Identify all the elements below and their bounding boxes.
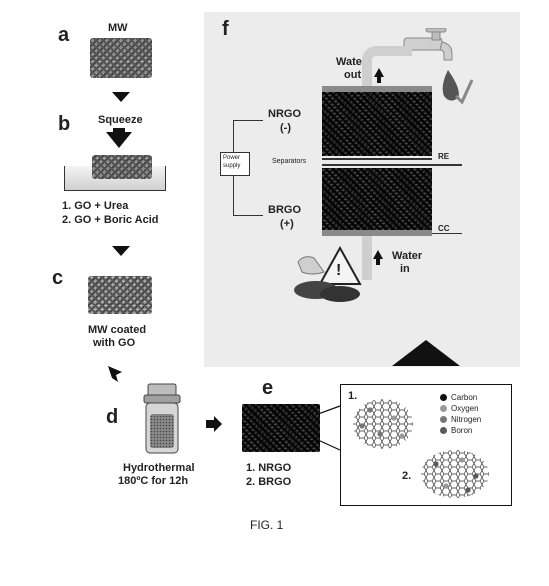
autoclave-icon [143, 383, 181, 454]
arrow-d-to-e [206, 416, 222, 432]
outlet-pipe [362, 46, 412, 96]
water-drop-icon [442, 70, 474, 105]
water-in-arrow [373, 250, 383, 259]
power-wire-bottom [233, 215, 263, 216]
zoom-lines [318, 405, 341, 451]
brgo-electrode [322, 168, 432, 230]
panel-c-label-line1: MW coated [88, 324, 147, 336]
arrow-b-to-c [112, 246, 130, 256]
water-out-arrow-stem [377, 77, 381, 83]
squeeze-arrow-stem [113, 128, 125, 134]
panel-f-letter: f [222, 18, 229, 40]
legend-item-oxygen: Oxygen [440, 403, 481, 414]
panel-b-item-2: 2. GO + Boric Acid [62, 214, 159, 226]
warning-icon [318, 246, 362, 285]
separators-label: Separators [272, 158, 307, 165]
carbon-swatch [440, 394, 447, 401]
panel-c-label-line2: with GO [93, 337, 136, 349]
panel-e-item-2: 2. BRGO [246, 476, 292, 488]
power-wire-top [233, 120, 263, 121]
cc-line [432, 233, 462, 234]
coated-sponge [88, 276, 152, 314]
panel-a-letter: a [58, 24, 70, 46]
oxygen-swatch [440, 405, 447, 412]
panel-d-label-line1: Hydrothermal [123, 462, 195, 474]
brgo-lattice [421, 450, 489, 498]
power-supply-box [220, 152, 250, 176]
squeeze-arrow [106, 132, 132, 148]
legend-item-nitrogen: Nitrogen [440, 414, 481, 425]
warning-mark: ! [336, 262, 342, 279]
panel-b-label: Squeeze [98, 114, 143, 126]
water-in-line2: in [400, 263, 410, 275]
legend-label-carbon: Carbon [451, 393, 478, 402]
atom-legend: Carbon Oxygen Nitrogen Boron [440, 392, 481, 436]
panel-f-bottom-triangle [392, 340, 460, 366]
re-label: RE [438, 152, 450, 161]
legend-item-boron: Boron [440, 425, 481, 436]
inset-number-1: 1. [348, 390, 358, 402]
stack-bottom-plate [322, 230, 432, 236]
panel-c-letter: c [52, 267, 64, 289]
arrow-c-to-d [108, 366, 122, 382]
brgo-label-line1: BRGO [268, 204, 301, 216]
panel-e-letter: e [262, 377, 274, 399]
faucet-icon [403, 28, 453, 61]
mw-sponge [90, 38, 152, 78]
cc-label: CC [438, 224, 450, 233]
panel-b-letter: b [58, 113, 71, 135]
brgo-label-line2: (+) [280, 218, 294, 230]
panel-e-item-1: 1. NRGO [246, 462, 292, 474]
water-in-arrow-stem [376, 259, 380, 265]
legend-label-boron: Boron [451, 426, 473, 435]
arrow-a-to-b [112, 92, 130, 102]
squeezed-sponge [92, 155, 152, 179]
legend-label-oxygen: Oxygen [451, 404, 479, 413]
panel-b-item-1: 1. GO + Urea [62, 200, 129, 212]
water-out-line2: out [344, 69, 362, 81]
power-supply-line2: supply [223, 163, 241, 169]
water-out-arrow [374, 68, 384, 77]
water-in-line1: Water [392, 250, 423, 262]
nrgo-electrode [322, 92, 432, 156]
doped-rgo-sponge [242, 404, 320, 452]
footwear-icon [294, 256, 360, 302]
nrgo-label-line1: NRGO [268, 108, 301, 120]
boron-swatch [440, 427, 447, 434]
legend-item-carbon: Carbon [440, 392, 481, 403]
water-out-line1: Water [336, 56, 367, 68]
panel-d-letter: d [106, 406, 119, 428]
nitrogen-swatch [440, 416, 447, 423]
panel-a-label: MW [108, 22, 128, 34]
power-supply-line1: Power [223, 155, 241, 161]
nrgo-lattice [353, 399, 413, 449]
separator-line-2 [322, 164, 462, 166]
stack-top-plate [322, 86, 432, 92]
inset-number-2: 2. [402, 470, 412, 482]
figure-caption: FIG. 1 [250, 518, 284, 532]
nrgo-label-line2: (-) [280, 122, 291, 134]
inlet-pipe [362, 236, 372, 280]
panel-d-label-line2: 180ºC for 12h [118, 475, 189, 487]
separator-line-1 [322, 158, 432, 160]
legend-label-nitrogen: Nitrogen [451, 415, 482, 424]
